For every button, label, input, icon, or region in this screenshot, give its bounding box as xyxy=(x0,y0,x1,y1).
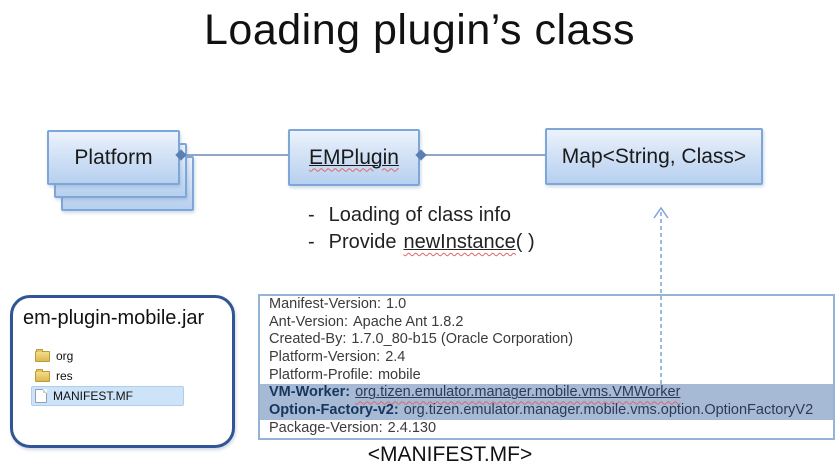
connector-platform-emplugin xyxy=(180,154,290,156)
folder-icon xyxy=(35,368,50,382)
manifest-row-vm-worker-highlighted: VM-Worker:org.tizen.emulator.manager.mob… xyxy=(260,384,833,403)
file-name: res xyxy=(56,369,73,383)
bullet-text: Loading of class info xyxy=(328,204,512,226)
map-box-label: Map<String, Class> xyxy=(561,144,747,168)
jar-panel-title: em-plugin-mobile.jar xyxy=(23,307,205,329)
manifest-row: Manifest-Version:1.0 xyxy=(269,296,407,312)
emplugin-box-label: EMPlugin xyxy=(309,145,399,169)
emplugin-box: EMPlugin xyxy=(288,129,420,186)
manifest-row: Platform-Profile:mobile xyxy=(269,366,421,383)
folder-icon xyxy=(35,348,50,362)
bullet-dash: - xyxy=(308,204,315,226)
manifest-row: Package-Version:2.4.130 xyxy=(269,419,437,436)
file-name: org xyxy=(56,349,74,363)
dashed-up-arrow-icon xyxy=(653,206,669,386)
file-name: MANIFEST.MF xyxy=(53,389,133,403)
file-row-res: res xyxy=(31,366,183,386)
platform-box-label: Platform xyxy=(74,145,153,169)
map-box: Map<String, Class> xyxy=(545,128,763,185)
connector-emplugin-map xyxy=(420,154,547,156)
manifest-row: Platform-Version:2.4 xyxy=(269,349,406,366)
manifest-row-option-factory-highlighted: Option-Factory-v2:org.tizen.emulator.man… xyxy=(260,402,833,420)
manifest-row: Ant-Version:Apache Ant 1.8.2 xyxy=(269,313,464,330)
file-list: org res MANIFEST.MF xyxy=(31,346,232,406)
manifest-box: Manifest-Version:1.0 Ant-Version:Apache … xyxy=(258,294,835,440)
manifest-row: Created-By:1.7.0_80-b15 (Oracle Corporat… xyxy=(269,331,574,348)
file-row-manifest: MANIFEST.MF xyxy=(31,386,184,406)
page-title: Loading plugin’s class xyxy=(204,6,635,54)
bullet-dash: - xyxy=(308,231,315,253)
jar-panel: em-plugin-mobile.jar org res MANIFEST.MF xyxy=(10,295,235,448)
bullet-item: - Loading of class info xyxy=(308,202,535,229)
file-icon xyxy=(35,389,47,403)
platform-box: Platform xyxy=(47,130,180,185)
manifest-caption: <MANIFEST.MF> xyxy=(367,443,533,466)
file-row-org: org xyxy=(31,346,183,366)
